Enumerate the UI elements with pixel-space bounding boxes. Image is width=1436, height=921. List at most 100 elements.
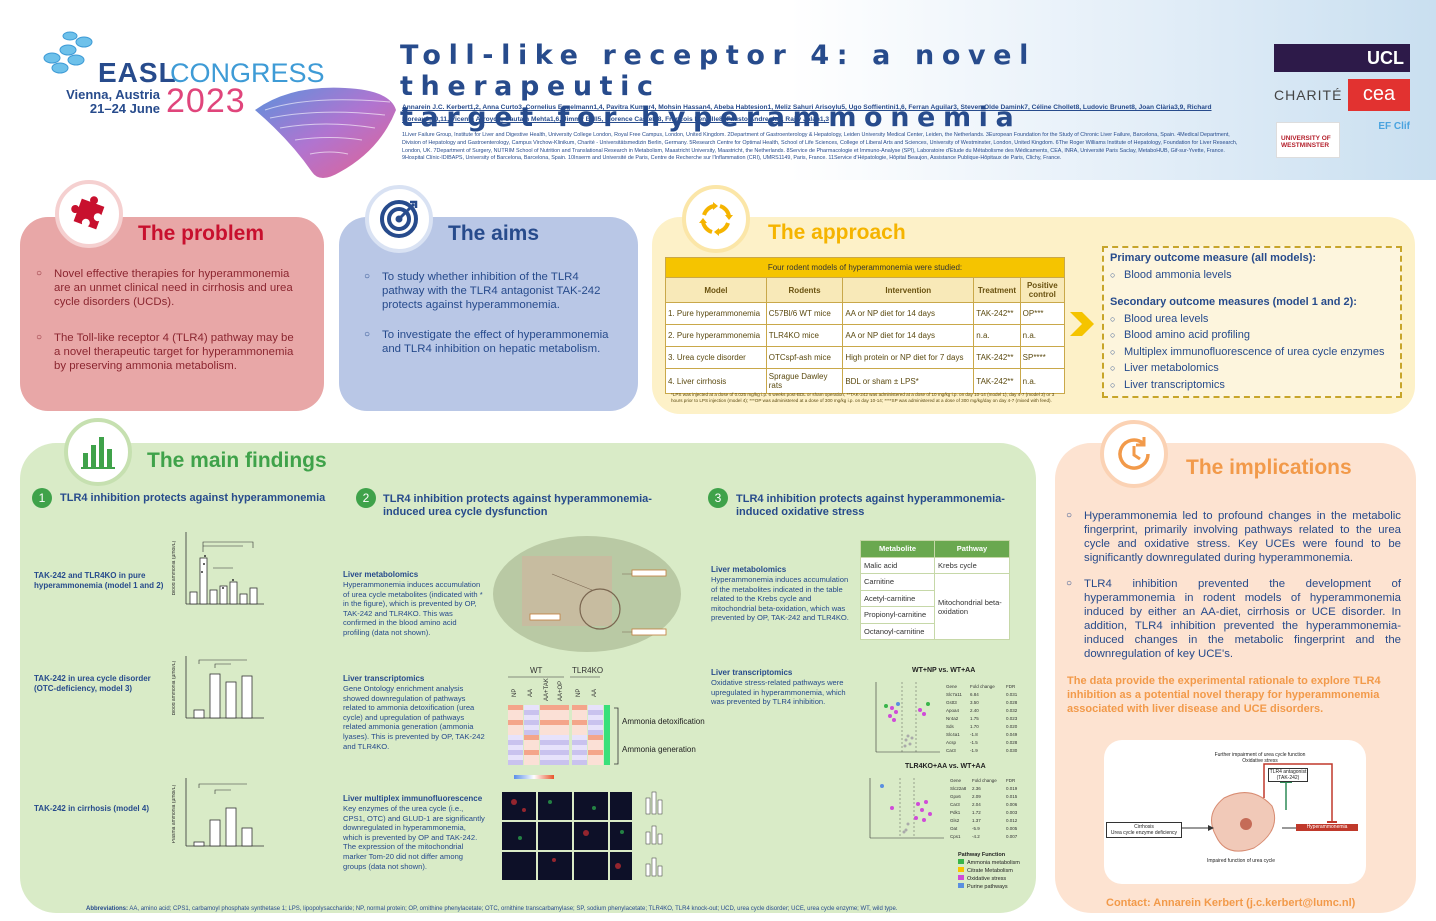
svg-text:Gene: Gene <box>950 778 962 783</box>
arrow-right-icon <box>1070 312 1094 336</box>
svg-text:0.028: 0.028 <box>1006 740 1018 745</box>
svg-text:NP: NP <box>512 689 518 697</box>
heatmap-group-label: TLR4KO <box>572 666 604 675</box>
finding-1-title: TLR4 inhibition protects against hyperam… <box>60 492 326 504</box>
legend-item: Purine pathways <box>958 883 1020 891</box>
aims-item: To investigate the effect of hyperammone… <box>364 328 622 356</box>
heatmap-cell <box>540 755 555 760</box>
heatmap-cell <box>554 710 569 715</box>
mechanism-diagram-graphic <box>1180 763 1337 852</box>
cell: Malic acid <box>860 556 935 574</box>
heatmap-cell <box>524 725 539 730</box>
heatmap-cell <box>588 760 603 765</box>
heatmap-cell <box>588 715 603 720</box>
westminster-logo: UNIVERSITY OF WESTMINSTER <box>1276 122 1340 158</box>
cell: Acetyl-carnitine <box>860 589 935 607</box>
volcano-1-title: WT+NP vs. WT+AA <box>912 667 976 674</box>
secondary-item: Multiplex immunofluorescence of urea cyc… <box>1110 344 1394 361</box>
heatmap-cell <box>554 760 569 765</box>
logo-city-text: Vienna, Austria <box>66 87 160 102</box>
heatmap-cell <box>572 710 587 715</box>
svg-text:-5.9: -5.9 <box>972 826 980 831</box>
heatmap-cell <box>572 755 587 760</box>
ammonia-bar-chart-3: Plasma ammonia (µmol/L) <box>172 778 264 847</box>
svg-text:Sds: Sds <box>946 724 955 729</box>
finding-number: 2 <box>356 488 376 508</box>
svg-text:0.006: 0.006 <box>1006 802 1018 807</box>
ammonia-bar-chart-1: Blood ammonia (µmol/L) <box>172 532 264 605</box>
problem-list: Novel effective therapies for hyperammon… <box>36 267 298 391</box>
svg-text:AA: AA <box>528 689 534 697</box>
heatmap-cell <box>508 730 523 735</box>
heatmap-cell <box>524 705 539 710</box>
heatmap-group-label: WT <box>530 666 543 675</box>
author-list: Annarein J.C. Kerbert1,2, Anna Curto3, C… <box>402 104 1212 123</box>
block-head: Liver metabolomics <box>343 570 419 579</box>
legend-item: Ammonia metabolism <box>958 859 1020 867</box>
svg-text:0.031: 0.031 <box>1006 692 1018 697</box>
heatmap-cell <box>508 710 523 715</box>
primary-heading: Primary outcome measure (all models): <box>1110 252 1317 264</box>
heatmap-cell <box>572 715 587 720</box>
problem-icon-circle <box>55 180 123 248</box>
aims-item: To study whether inhibition of the TLR4 … <box>364 270 622 312</box>
heatmap-cell <box>554 705 569 710</box>
svg-text:Acsp: Acsp <box>946 740 957 745</box>
cell: Propionyl-carnitine <box>860 606 935 624</box>
heatmap-cell <box>540 705 555 710</box>
pathway-legend: Ammonia metabolism Citrate Metabolism Ox… <box>958 859 1020 891</box>
secondary-item: Liver metabolomics <box>1110 360 1394 377</box>
heatmap-cell <box>554 750 569 755</box>
finding-number: 3 <box>708 488 728 508</box>
heatmap-cell <box>588 740 603 745</box>
problem-title: The problem <box>138 222 265 245</box>
urea-cycle-pathway-diagram <box>493 536 681 652</box>
heatmap-cell <box>524 710 539 715</box>
legend-label: Ammonia metabolism <box>967 860 1020 866</box>
heatmap-cell <box>572 725 587 730</box>
cell: n.a. <box>1019 324 1066 347</box>
heatmap-cell <box>540 720 555 725</box>
heatmap-cell <box>540 715 555 720</box>
heatmap-cell <box>572 750 587 755</box>
finding-3-title: TLR4 inhibition protects against hyperam… <box>736 493 1005 518</box>
implications-list: Hyperammonemia led to profound changes i… <box>1066 509 1401 679</box>
abbr-text: AA, amino acid; CPS1, carbamoyl phosphat… <box>129 906 898 912</box>
svg-text:Plasma ammonia (µmol/L): Plasma ammonia (µmol/L) <box>172 784 177 843</box>
contact-info: Contact: Annarein Kerbert (j.c.kerbert@l… <box>1106 897 1356 909</box>
svg-text:Slc22a8: Slc22a8 <box>950 786 967 791</box>
svg-text:Oat: Oat <box>950 826 958 831</box>
heatmap-cell <box>588 710 603 715</box>
block-text: Hyperammonemia induces accumulation of t… <box>711 575 849 623</box>
target-icon <box>380 200 418 238</box>
heatmap-cell <box>588 745 603 750</box>
heatmap-cell <box>540 750 555 755</box>
puzzle-icon <box>71 196 105 230</box>
svg-text:Slc4a1: Slc4a1 <box>946 732 960 737</box>
cell: n.a. <box>973 324 1021 347</box>
heatmap-cell <box>508 740 523 745</box>
diagram-label-top: Further impairment of urea cycle functio… <box>1214 752 1306 764</box>
block-head: Liver metabolomics <box>711 565 787 574</box>
cell: Octanoyl-carnitine <box>860 622 935 640</box>
problem-item: Novel effective therapies for hyperammon… <box>36 267 298 309</box>
svg-text:2.09: 2.09 <box>972 794 981 799</box>
block-head: Liver transcriptomics <box>343 674 425 683</box>
approach-title: The approach <box>768 221 906 244</box>
logo-dates: 21–24 June <box>89 101 160 116</box>
finding-2-title: TLR4 inhibition protects against hyperam… <box>383 493 652 518</box>
block-text: Key enzymes of the urea cycle (i.e., CPS… <box>343 804 485 871</box>
heatmap-cell <box>524 750 539 755</box>
heatmap-cell <box>508 705 523 710</box>
cell: C57Bl/6 WT mice <box>765 302 844 325</box>
cycle-arrows-icon <box>699 202 733 236</box>
clock-icon <box>1118 437 1150 470</box>
outcome-measures-box: Primary outcome measure (all models): Bl… <box>1102 246 1402 398</box>
